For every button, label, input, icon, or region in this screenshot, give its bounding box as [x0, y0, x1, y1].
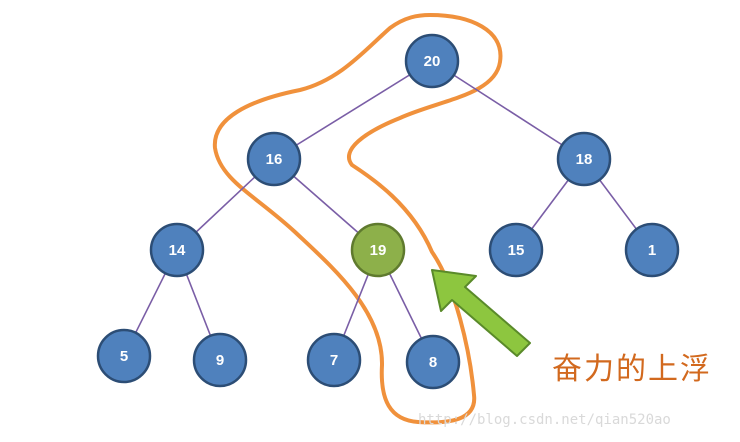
node-label: 18	[576, 151, 593, 168]
tree-node-16: 16	[246, 131, 302, 187]
watermark-text: http://blog.csdn.net/qian520ao	[418, 412, 671, 428]
edge-n20-n18	[431, 60, 585, 160]
node-label: 9	[216, 352, 224, 369]
node-circle	[350, 222, 406, 278]
node-label: 16	[266, 151, 283, 168]
tree-node-1: 1	[624, 222, 680, 278]
node-circle	[624, 222, 680, 278]
node-circle	[192, 332, 248, 388]
sift-path-outline	[212, 13, 503, 425]
caption-text: 奋力的上浮	[552, 352, 712, 387]
up-arrow-icon	[431, 269, 531, 357]
node-circle	[404, 33, 460, 89]
node-label: 20	[424, 53, 441, 70]
tree-node-20: 20	[404, 33, 460, 89]
node-label: 7	[330, 352, 338, 369]
node-label: 19	[370, 242, 387, 259]
node-circle	[405, 334, 461, 390]
tree-node-7: 7	[306, 332, 362, 388]
tree-node-8: 8	[405, 334, 461, 390]
node-label: 14	[169, 242, 186, 259]
tree-node-9: 9	[192, 332, 248, 388]
node-circle	[149, 222, 205, 278]
node-label: 8	[429, 354, 437, 371]
node-label: 15	[508, 242, 525, 259]
node-circle	[488, 222, 544, 278]
tree-node-15: 15	[488, 222, 544, 278]
node-circle	[556, 131, 612, 187]
node-circle	[246, 131, 302, 187]
tree-node-5: 5	[96, 328, 152, 384]
node-label: 1	[648, 242, 656, 259]
tree-node-19: 19	[350, 222, 406, 278]
node-circle	[96, 328, 152, 384]
edge-n20-n16	[273, 60, 433, 160]
edges-layer	[123, 60, 653, 363]
node-circle	[306, 332, 362, 388]
tree-node-14: 14	[149, 222, 205, 278]
tree-node-18: 18	[556, 131, 612, 187]
node-label: 5	[120, 348, 128, 365]
